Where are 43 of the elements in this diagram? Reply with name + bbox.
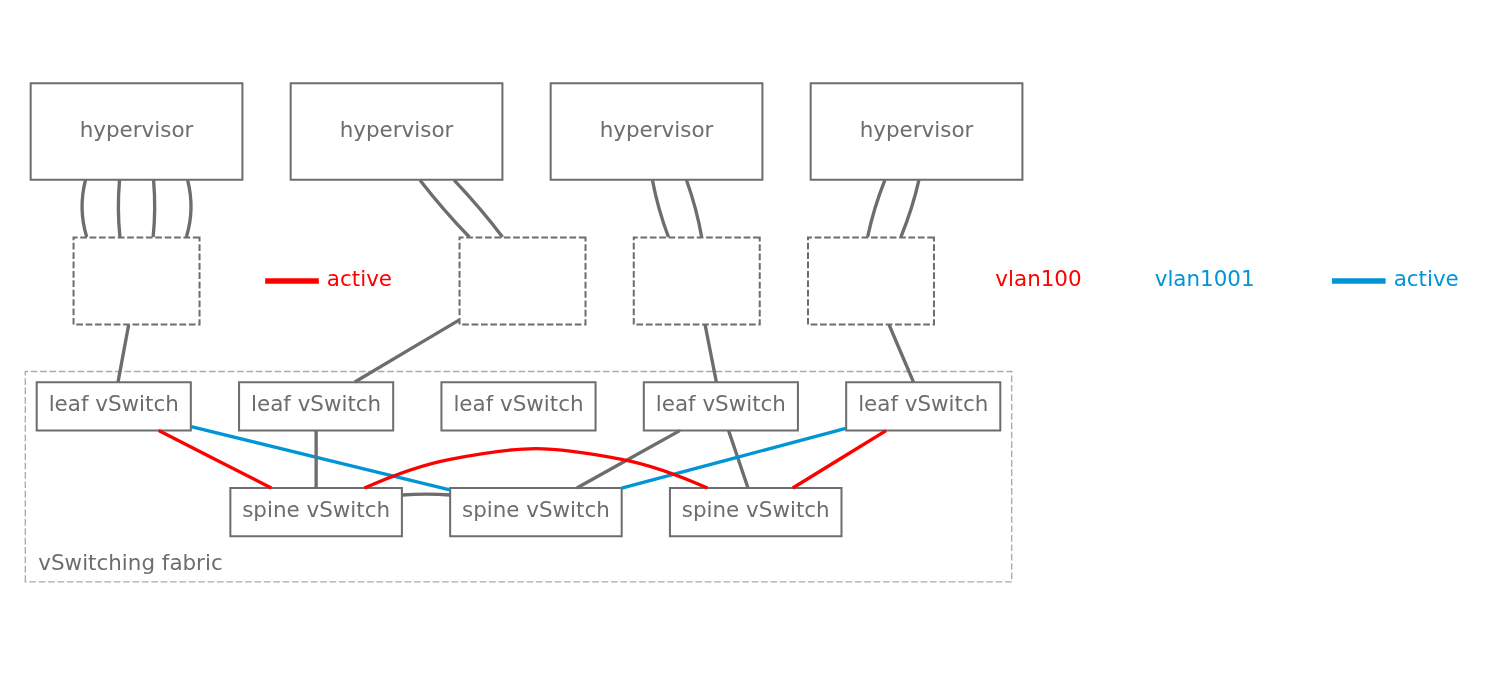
connector <box>190 425 451 492</box>
node-box: leaf vSwitch <box>440 381 597 432</box>
connector <box>80 179 89 238</box>
connector <box>314 430 318 489</box>
legend-label: active <box>1393 266 1459 292</box>
connector <box>899 179 921 238</box>
node-box: hypervisor <box>549 82 764 181</box>
node-box: spine vSwitch <box>668 487 843 538</box>
connector <box>887 324 916 383</box>
connector <box>791 429 887 490</box>
node-box <box>806 236 935 326</box>
node-box: hypervisor <box>29 82 244 181</box>
label: vlan100 <box>995 266 1082 292</box>
connector <box>184 179 193 238</box>
connector <box>684 179 704 238</box>
connector <box>452 179 504 239</box>
node-box: leaf vSwitch <box>35 381 192 432</box>
connector <box>151 180 157 238</box>
legend-label: active <box>326 266 393 292</box>
node-box <box>458 236 587 326</box>
connector <box>727 430 750 489</box>
connector <box>418 179 471 239</box>
connector <box>116 324 131 383</box>
connector <box>363 446 709 490</box>
connector <box>650 179 670 238</box>
node-box <box>632 236 761 326</box>
node-box: hypervisor <box>289 82 504 181</box>
connector <box>703 324 719 383</box>
node-box: spine vSwitch <box>449 487 623 538</box>
connector <box>401 492 451 497</box>
node-box <box>72 236 201 326</box>
node-box: spine vSwitch <box>229 487 403 538</box>
node-box: hypervisor <box>809 82 1024 181</box>
label: vlan1001 <box>1154 266 1255 292</box>
node-box: leaf vSwitch <box>845 381 1002 432</box>
connector <box>866 179 887 238</box>
connector <box>157 429 273 490</box>
connector <box>353 318 461 384</box>
connector <box>116 180 122 238</box>
connector <box>621 426 847 490</box>
connector <box>576 429 681 490</box>
node-box: leaf vSwitch <box>238 381 395 432</box>
node-box: leaf vSwitch <box>642 381 799 432</box>
